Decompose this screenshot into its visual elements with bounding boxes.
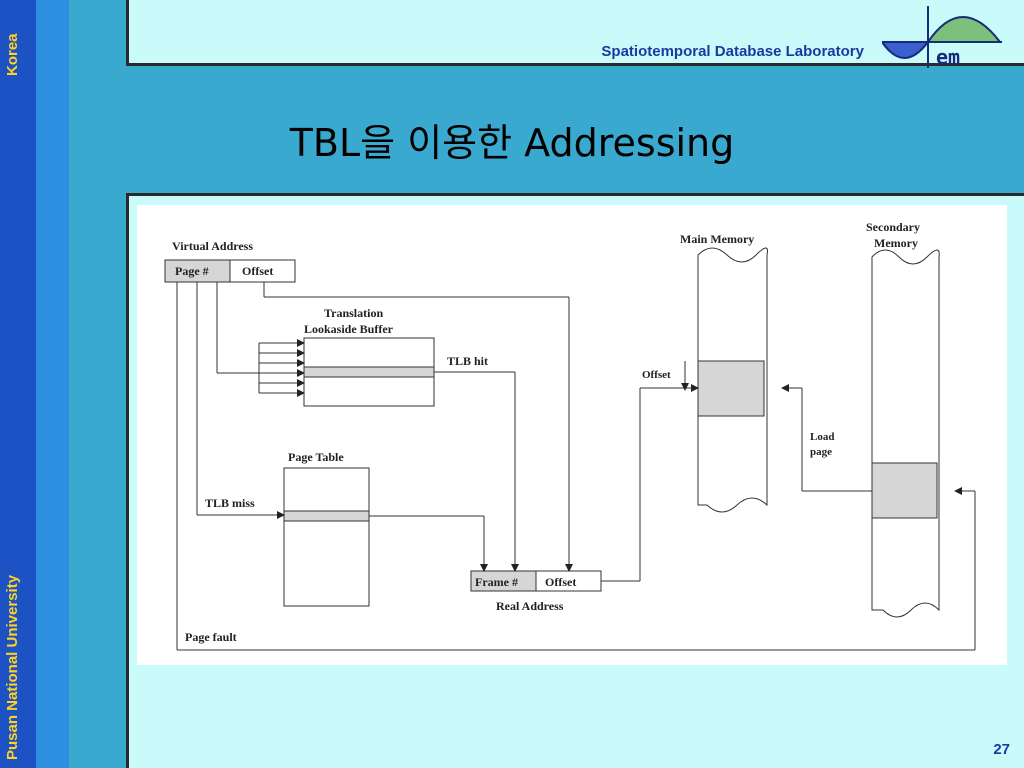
logo-text: em — [936, 45, 960, 68]
diagram-area: Virtual Address Page # Offset Translatio… — [137, 205, 1007, 665]
sidebar-korea-text: Korea — [4, 33, 21, 76]
lab-name: Spatiotemporal Database Laboratory — [601, 43, 864, 60]
tlb-hit-row — [303, 366, 435, 378]
main-memory-label: Main Memory — [680, 232, 754, 246]
slide-title: TBL을 이용한 Addressing — [289, 121, 735, 165]
tlb-title-line1: Translation — [324, 306, 383, 320]
offset-label: Offset — [242, 264, 273, 278]
lab-logo: em — [882, 6, 1002, 68]
page-fault-label: Page fault — [185, 630, 237, 644]
page-table-box — [283, 467, 370, 607]
tlb-addressing-diagram: Virtual Address Page # Offset Translatio… — [164, 220, 976, 651]
left-sidebar-strip — [0, 0, 36, 768]
virtual-offset-box — [229, 259, 296, 283]
tlb-miss-label: TLB miss — [205, 496, 255, 510]
page-table-label: Page Table — [288, 450, 344, 464]
secondary-memory-line1: Secondary — [866, 220, 920, 234]
mm-offset-label: Offset — [642, 369, 671, 381]
frame-num-label: Frame # — [475, 575, 518, 589]
page-num-label: Page # — [175, 264, 209, 278]
main-memory-page — [697, 360, 765, 417]
load-page-line1: Load — [810, 431, 834, 443]
secondary-memory-line2: Memory — [874, 236, 918, 250]
tlb-hit-label: TLB hit — [447, 354, 488, 368]
secondary-memory-column — [871, 249, 940, 618]
real-address-label: Real Address — [496, 599, 564, 613]
secondary-memory-page — [871, 462, 938, 519]
header-panel: Spatiotemporal Database Laboratory em — [126, 0, 1024, 68]
virtual-address-label: Virtual Address — [172, 239, 253, 253]
load-page-line2: page — [810, 446, 832, 458]
left-sidebar-strip-light — [36, 0, 69, 768]
page-table-row — [283, 510, 370, 522]
page-number: 27 — [993, 741, 1010, 758]
real-offset-label: Offset — [545, 575, 576, 589]
sidebar-university-text: Pusan National University — [4, 574, 21, 760]
tlb-title-line2: Lookaside Buffer — [304, 322, 394, 336]
